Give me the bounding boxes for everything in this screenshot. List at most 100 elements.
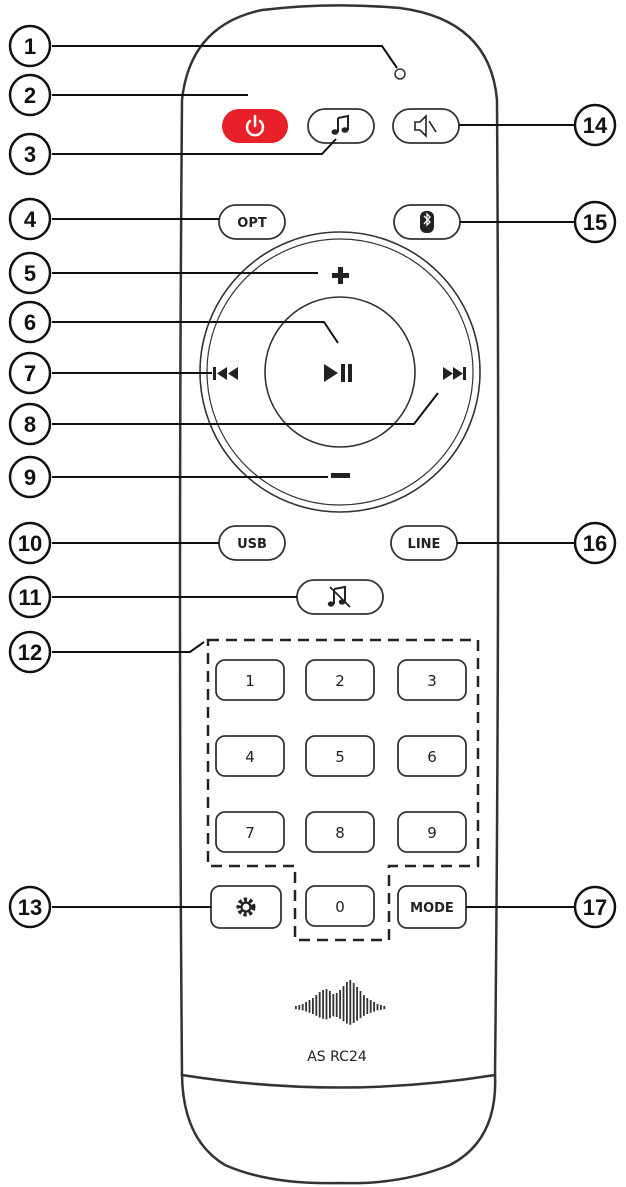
callout-number: 16: [583, 531, 607, 556]
minus-icon: [331, 473, 350, 478]
callout-number: 2: [24, 83, 36, 108]
line-button[interactable]: LINE: [390, 525, 458, 561]
usb-button[interactable]: USB: [218, 525, 286, 561]
settings-button[interactable]: [210, 885, 282, 929]
logo-bar: [363, 995, 365, 1016]
logo-bar: [346, 982, 348, 1024]
callout-number: 13: [18, 895, 42, 920]
number-key-label: 8: [335, 824, 345, 842]
callout-number: 10: [18, 531, 42, 556]
volume-down-button[interactable]: [331, 473, 350, 478]
logo-bar: [369, 1000, 372, 1013]
number-key-label: 2: [335, 672, 345, 690]
callout-3: 3: [8, 132, 52, 176]
logo-bar: [295, 1006, 297, 1010]
logo-bar: [373, 1002, 375, 1012]
callout-16: 16: [573, 521, 617, 565]
logo-bar: [308, 1000, 311, 1013]
callout-number: 17: [583, 895, 607, 920]
eq-button[interactable]: [296, 579, 384, 615]
line-label: LINE: [408, 537, 441, 552]
gear-icon: [236, 897, 256, 917]
number-key-8[interactable]: 8: [305, 811, 375, 853]
opt-label: OPT: [237, 216, 267, 231]
callout-9: 9: [8, 455, 52, 499]
number-key-label: 9: [427, 824, 437, 842]
callout-number: 8: [24, 412, 36, 437]
logo-bar: [298, 1005, 301, 1010]
number-key-9[interactable]: 9: [397, 811, 467, 853]
bluetooth-button[interactable]: [393, 204, 461, 240]
play-pause-button[interactable]: [324, 364, 352, 382]
callout-10: 10: [8, 521, 52, 565]
number-key-label: 5: [335, 748, 345, 766]
bluetooth-icon: [420, 211, 434, 233]
number-key-label: 0: [335, 898, 345, 916]
led-indicator: [394, 68, 406, 80]
music-note-icon: [331, 114, 349, 135]
callout-12: 12: [8, 630, 52, 674]
logo-bar: [380, 1005, 382, 1010]
logo-bar: [359, 991, 362, 1019]
number-key-label: 1: [245, 672, 255, 690]
play-pause-icon: [324, 364, 352, 382]
callout-1: 1: [8, 24, 52, 68]
callout-number: 5: [24, 261, 36, 286]
previous-track-icon: [213, 367, 238, 380]
number-key-2[interactable]: 2: [305, 659, 375, 701]
callout-number: 14: [583, 113, 608, 138]
callout-number: 12: [18, 640, 42, 665]
logo-bar: [349, 980, 352, 1025]
number-key-0[interactable]: 0: [305, 885, 375, 927]
remote-bottom-cap: [180, 1073, 497, 1185]
callout-number: 6: [24, 310, 36, 335]
number-key-5[interactable]: 5: [305, 735, 375, 777]
next-track-button[interactable]: [443, 367, 466, 380]
number-key-label: 6: [427, 748, 437, 766]
callout-14: 14: [573, 103, 617, 147]
callout-11: 11: [8, 575, 52, 619]
logo-bar: [325, 989, 328, 1020]
mute-button[interactable]: [392, 108, 460, 144]
number-key-6[interactable]: 6: [397, 735, 467, 777]
callout-number: 1: [24, 34, 36, 59]
logo-bar: [318, 992, 321, 1018]
logo-bar: [329, 991, 331, 1019]
plus-icon: [332, 267, 349, 284]
opt-button[interactable]: OPT: [218, 204, 286, 240]
logo-bar: [332, 994, 335, 1017]
logo-bar: [305, 1002, 307, 1012]
callout-15: 15: [573, 200, 617, 244]
number-key-4[interactable]: 4: [215, 735, 285, 777]
callout-6: 6: [8, 300, 52, 344]
logo-bar: [376, 1004, 379, 1011]
callout-8: 8: [8, 402, 52, 446]
logo-bar: [301, 1004, 304, 1011]
sound-off-icon: [327, 585, 351, 608]
next-track-icon: [443, 367, 466, 380]
power-icon: [245, 114, 265, 137]
usb-label: USB: [237, 537, 267, 552]
number-key-label: 7: [245, 824, 255, 842]
music-button[interactable]: [307, 108, 375, 144]
number-key-1[interactable]: 1: [215, 659, 285, 701]
number-key-7[interactable]: 7: [215, 811, 285, 853]
callout-number: 11: [18, 585, 41, 610]
callout-number: 3: [24, 142, 36, 167]
number-key-label: 4: [245, 748, 255, 766]
callout-17: 17: [573, 885, 617, 929]
number-key-3[interactable]: 3: [397, 659, 467, 701]
previous-track-button[interactable]: [213, 367, 238, 380]
number-pad-outline: [206, 638, 480, 942]
mode-label: MODE: [410, 901, 454, 916]
volume-up-button[interactable]: [332, 267, 349, 284]
callout-4: 4: [8, 197, 52, 241]
logo-bar: [335, 993, 338, 1017]
mode-button[interactable]: MODE: [397, 885, 467, 929]
callout-2: 2: [8, 73, 52, 117]
brand-waveform-logo: [295, 980, 386, 1025]
power-button[interactable]: [222, 109, 288, 143]
number-key-label: 3: [427, 672, 437, 690]
